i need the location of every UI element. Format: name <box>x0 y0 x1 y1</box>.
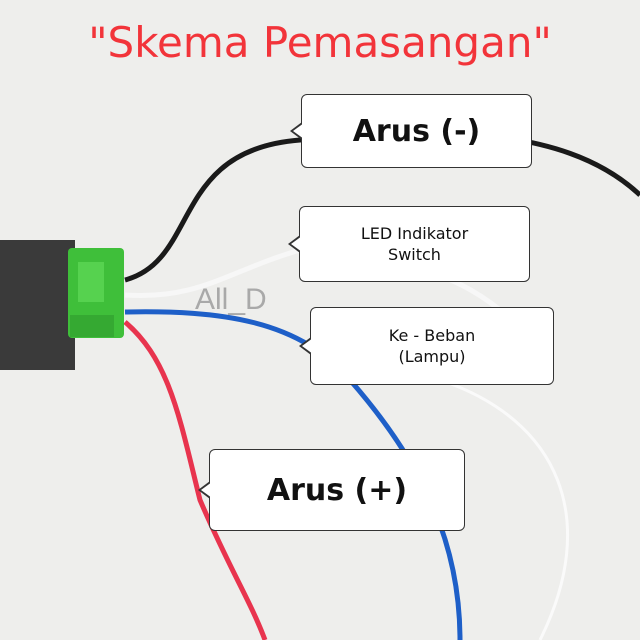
device-box <box>0 240 75 370</box>
label-load-line1: Ke - Beban <box>388 326 476 345</box>
callout-negative: Arus (-) <box>290 94 532 168</box>
label-positive: Arus (+) <box>266 472 408 508</box>
connector-latch-lower <box>70 315 114 337</box>
callout-positive: Arus (+) <box>198 449 465 531</box>
wire-white-loop <box>439 378 570 640</box>
connector-latch <box>78 262 104 302</box>
label-led-line1: LED Indikator <box>360 224 469 243</box>
label-led-line2: Switch <box>388 245 441 264</box>
label-load-line2: (Lampu) <box>398 347 466 366</box>
page-title: "Skema Pemasangan" <box>88 18 552 67</box>
watermark: All_D <box>195 283 267 316</box>
wire-red <box>123 320 268 640</box>
label-negative: Arus (-) <box>352 113 481 149</box>
callout-load: Ke - Beban (Lampu) <box>299 307 554 385</box>
